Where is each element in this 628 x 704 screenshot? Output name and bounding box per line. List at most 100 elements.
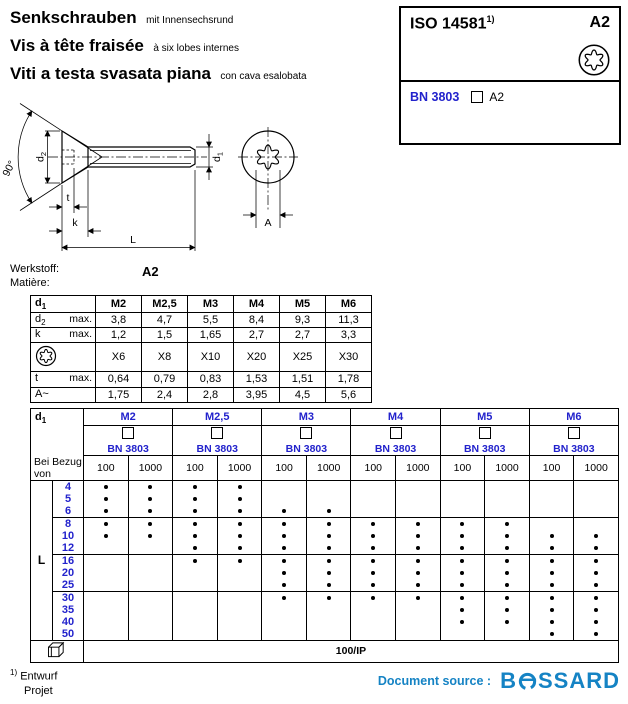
availability-cell: [528, 603, 575, 616]
availability-dot: [103, 496, 108, 501]
pack-qty: 100: [350, 455, 397, 481]
bn-checkbox[interactable]: [300, 426, 313, 439]
availability-dot: [594, 558, 599, 563]
avail-size-M3: M3: [261, 408, 352, 426]
availability-dot: [504, 619, 509, 624]
availability-dot: [148, 533, 153, 538]
availability-dot: [415, 558, 420, 563]
availability-cell: [350, 480, 397, 493]
bn-checkbox[interactable]: [567, 426, 580, 439]
availability-cell: [305, 627, 352, 640]
availability-cell: [127, 590, 174, 604]
bn-checkbox[interactable]: [122, 426, 135, 439]
availability-cell: [395, 492, 441, 505]
length-value: 5: [52, 492, 84, 505]
availability-cell: [305, 492, 352, 505]
availability-cell: [484, 529, 530, 542]
pack-qty: 100: [528, 455, 575, 481]
availability-cell: [305, 603, 352, 616]
dim-header-row: d1 M2 M2,5 M3 M4 M5 M6: [30, 295, 372, 313]
package-icon-cell: [30, 639, 84, 662]
availability-dot: [326, 570, 331, 575]
availability-cell: [528, 566, 575, 579]
availability-cell: [350, 615, 397, 628]
dim-size: M6: [325, 295, 372, 313]
svg-text:d1: d1: [211, 152, 225, 162]
availability-dot: [282, 545, 287, 550]
availability-cell: [172, 615, 218, 628]
availability-cell: [528, 529, 575, 542]
availability-dot: [504, 570, 509, 575]
length-row-5: 5: [31, 492, 619, 505]
availability-cell: [83, 627, 129, 640]
availability-cell: [439, 590, 486, 604]
dim-size: M2,5: [141, 295, 188, 313]
footnote: 1) Entwurf Projet: [10, 666, 57, 698]
availability-dot: [326, 521, 331, 526]
footnote-ref-sup: 1): [486, 14, 495, 24]
availability-cell: [439, 492, 486, 505]
availability-cell: [395, 516, 441, 530]
availability-dot: [326, 545, 331, 550]
availability-dot: [549, 582, 554, 587]
availability-cell: [350, 504, 397, 517]
pack-qty: 100: [439, 455, 486, 481]
availability-cell: [395, 603, 441, 616]
availability-cell: [216, 615, 263, 628]
availability-cell: [305, 578, 352, 591]
availability-dot: [192, 521, 197, 526]
availability-dot: [549, 545, 554, 550]
availability-cell: [573, 492, 619, 505]
availability-cell: [305, 541, 352, 554]
availability-cell: [484, 516, 530, 530]
availability-cell: [484, 480, 530, 493]
availability-cell: [350, 553, 397, 567]
availability-cell: [83, 480, 129, 493]
availability-dot: [326, 595, 331, 600]
length-value: 6: [52, 504, 84, 517]
availability-dot: [237, 533, 242, 538]
avail-bn-cell: BN 3803: [172, 425, 263, 456]
avail-bn-cell: BN 3803: [82, 425, 174, 456]
availability-cell: [305, 516, 352, 530]
bn-checkbox[interactable]: [211, 426, 224, 439]
length-value: 12: [52, 541, 84, 554]
footnote-line-fr: Projet: [24, 684, 53, 697]
avail-size-M4: M4: [350, 408, 441, 426]
availability-cell: [573, 578, 619, 591]
availability-cell: [261, 541, 307, 554]
part-option-checkbox[interactable]: [471, 91, 484, 103]
footnote-ref: 1): [10, 668, 18, 677]
availability-dot: [326, 508, 331, 513]
length-value: 8: [52, 516, 84, 530]
availability-dot: [148, 496, 153, 501]
length-row-16: 16: [31, 553, 619, 567]
availability-cell: [172, 541, 218, 554]
bossard-logo: B SSARD: [500, 668, 620, 693]
torx-icon: [35, 345, 57, 366]
title-it-main: Viti a testa svasata piana: [10, 64, 211, 83]
bn-number: BN 3803: [196, 442, 238, 455]
availability-cell: [573, 516, 619, 530]
pack-qty: 1000: [395, 455, 441, 481]
part-option-label: A2: [489, 90, 505, 104]
availability-dot: [237, 496, 242, 501]
availability-cell: [216, 603, 263, 616]
bn-checkbox[interactable]: [389, 426, 402, 439]
availability-cell: [261, 627, 307, 640]
availability-dot: [326, 533, 331, 538]
availability-cell: [484, 553, 530, 567]
availability-cell: [83, 590, 129, 604]
bossard-logo-o-icon: [518, 672, 537, 690]
availability-cell: [216, 492, 263, 505]
title-fr: Vis à tête fraisée à six lobes internes: [10, 36, 307, 56]
availability-cell: [484, 492, 530, 505]
bn-checkbox[interactable]: [478, 426, 491, 439]
availability-cell: [573, 627, 619, 640]
availability-cell: [127, 541, 174, 554]
length-column-label: L: [30, 480, 53, 640]
